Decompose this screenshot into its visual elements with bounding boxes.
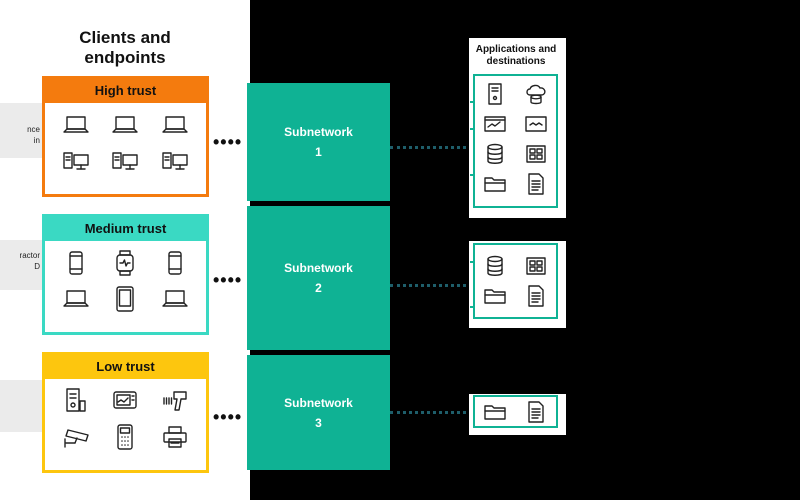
high-trust-header: High trust bbox=[45, 79, 206, 103]
stripe-high bbox=[0, 103, 42, 158]
server-tower-icon bbox=[51, 387, 101, 415]
dashboard-icon bbox=[516, 139, 557, 169]
applications-panel-2 bbox=[469, 241, 566, 328]
low-trust-box: Low trust bbox=[42, 352, 209, 473]
subnetwork-1-number: 1 bbox=[315, 145, 322, 159]
applications-group-1 bbox=[473, 74, 558, 208]
subnetwork-2-number: 2 bbox=[315, 281, 322, 295]
app-tick bbox=[470, 306, 474, 308]
monitor-device-icon bbox=[101, 387, 151, 415]
desktop-icon bbox=[51, 147, 101, 175]
app-tick bbox=[470, 174, 474, 176]
app-window-icon bbox=[516, 109, 557, 139]
desktop-icon bbox=[150, 147, 200, 175]
stripe-medium-label: ractor D bbox=[19, 251, 40, 271]
medium-trust-devices bbox=[45, 241, 206, 313]
cloud-database-icon bbox=[516, 79, 557, 109]
document-icon bbox=[516, 281, 557, 311]
subnetwork-3-label: Subnetwork bbox=[284, 395, 353, 410]
subnetwork-3-number: 3 bbox=[315, 415, 322, 430]
low-trust-devices bbox=[45, 379, 206, 451]
barcode-scanner-icon bbox=[150, 387, 200, 415]
clients-title: Clients and endpoints bbox=[79, 28, 171, 67]
connector-line-3 bbox=[390, 411, 473, 414]
app-tick bbox=[470, 101, 474, 103]
applications-group-1-icons bbox=[475, 76, 556, 199]
folder-icon bbox=[475, 397, 516, 427]
connector-dots-3: •••• bbox=[213, 407, 243, 427]
applications-group-2-icons bbox=[475, 245, 556, 311]
subnetwork-3: Subnetwork 3 bbox=[247, 355, 390, 470]
smartphone-icon bbox=[150, 249, 200, 277]
document-icon bbox=[516, 169, 557, 199]
laptop-icon bbox=[51, 285, 101, 313]
applications-group-2 bbox=[473, 243, 558, 319]
subnetwork-2-label: Subnetwork bbox=[284, 261, 353, 275]
stripe-medium bbox=[0, 240, 42, 290]
desktop-icon bbox=[101, 147, 151, 175]
subnetwork-2: Subnetwork 2 bbox=[247, 206, 390, 350]
dashboard-icon bbox=[516, 251, 557, 281]
smartwatch-icon bbox=[101, 249, 151, 277]
app-tick bbox=[470, 261, 474, 263]
laptop-icon bbox=[101, 111, 151, 139]
laptop-icon bbox=[150, 111, 200, 139]
connector-dots-1: •••• bbox=[213, 132, 243, 152]
connector-line-2 bbox=[390, 284, 473, 287]
medium-trust-box: Medium trust bbox=[42, 214, 209, 335]
folder-icon bbox=[475, 169, 516, 199]
stripe-low bbox=[0, 380, 42, 432]
low-trust-header: Low trust bbox=[45, 355, 206, 379]
database-icon bbox=[475, 251, 516, 281]
connector-dots-2: •••• bbox=[213, 270, 243, 290]
laptop-icon bbox=[51, 111, 101, 139]
security-camera-icon bbox=[51, 423, 101, 451]
subnetwork-1: Subnetwork 1 bbox=[247, 83, 390, 201]
app-tick bbox=[470, 128, 474, 130]
pos-terminal-icon bbox=[101, 423, 151, 451]
stripe-high-label: nce in bbox=[27, 125, 40, 145]
applications-title: Applications and destinations bbox=[475, 44, 557, 67]
connector-line-1 bbox=[390, 146, 473, 149]
tablet-icon bbox=[101, 285, 151, 313]
applications-group-3-icons bbox=[475, 397, 556, 427]
subnetwork-1-label: Subnetwork bbox=[284, 125, 353, 139]
folder-icon bbox=[475, 281, 516, 311]
high-trust-box: High trust bbox=[42, 76, 209, 197]
browser-window-icon bbox=[475, 109, 516, 139]
medium-trust-header: Medium trust bbox=[45, 217, 206, 241]
smartphone-icon bbox=[51, 249, 101, 277]
printer-icon bbox=[150, 423, 200, 451]
laptop-icon bbox=[150, 285, 200, 313]
database-icon bbox=[475, 139, 516, 169]
document-icon bbox=[516, 397, 557, 427]
server-icon bbox=[475, 79, 516, 109]
applications-group-3 bbox=[473, 395, 558, 428]
high-trust-devices bbox=[45, 103, 206, 175]
